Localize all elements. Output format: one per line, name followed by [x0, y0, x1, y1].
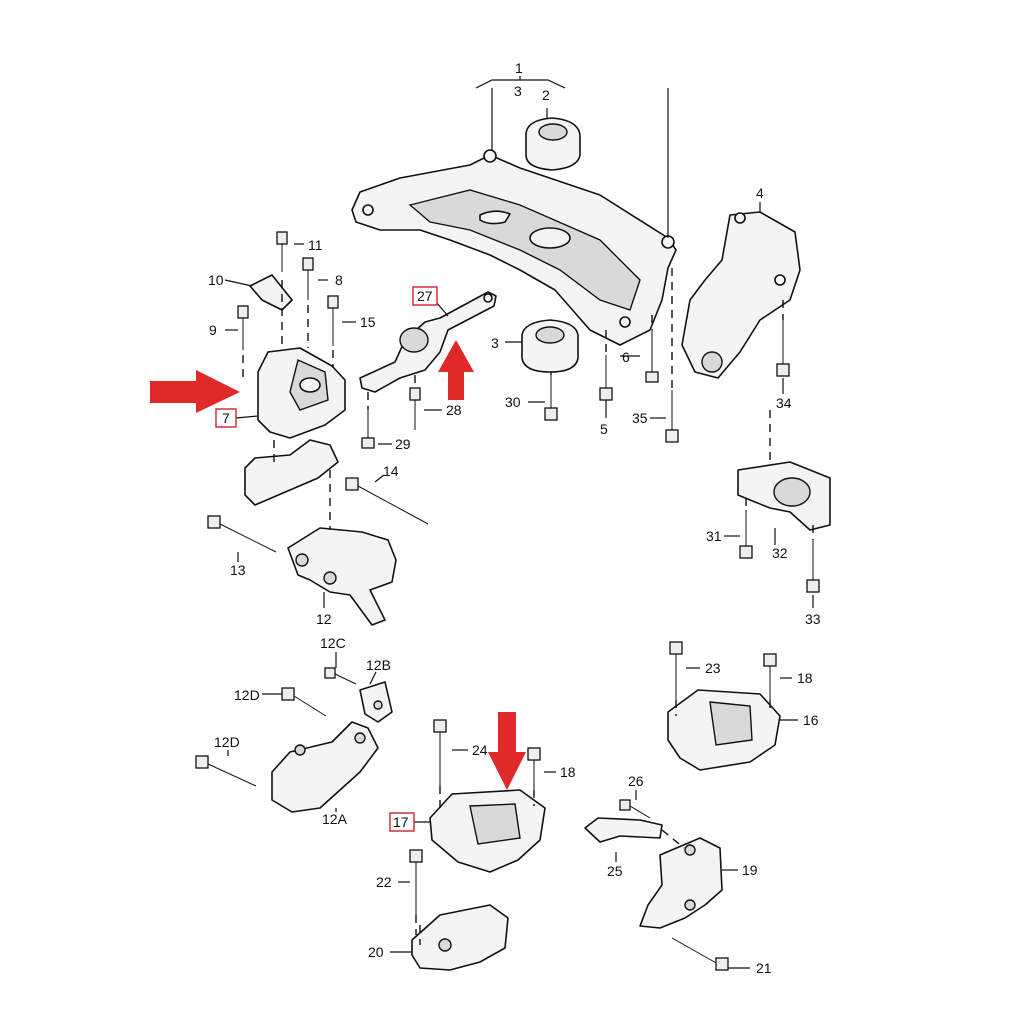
- label-18-upper: 18: [797, 670, 813, 686]
- arrow-up-to-27: [438, 340, 474, 400]
- label-32: 32: [772, 545, 788, 561]
- label-35: 35: [632, 410, 648, 426]
- label-24: 24: [472, 742, 488, 758]
- torque-arm: [359, 291, 497, 393]
- bracket-12B: [359, 681, 393, 723]
- label-box-17: [389, 812, 415, 832]
- transmission-mount-17: [429, 789, 546, 873]
- label-23: 23: [705, 660, 721, 676]
- engine-mount: [257, 347, 346, 439]
- label-12C: 12C: [320, 635, 346, 651]
- label-17: 17: [393, 814, 409, 830]
- label-5: 5: [600, 421, 608, 437]
- label-15: 15: [360, 314, 376, 330]
- label-21: 21: [756, 960, 772, 976]
- label-28: 28: [446, 402, 462, 418]
- label-6: 6: [622, 349, 630, 365]
- label-34: 34: [776, 395, 792, 411]
- engine-bracket: [244, 439, 339, 506]
- label-14: 14: [383, 463, 399, 479]
- label-29: 29: [395, 436, 411, 452]
- label-25: 25: [607, 863, 623, 879]
- label-2: 2: [542, 87, 550, 103]
- label-7: 7: [222, 410, 230, 426]
- label-12A: 12A: [322, 811, 348, 827]
- mount-bracket-12A: [271, 721, 379, 813]
- label-18-lower: 18: [560, 764, 576, 780]
- bushing-block: [737, 410, 831, 531]
- label-3-top: 3: [514, 83, 522, 99]
- label-8: 8: [335, 272, 343, 288]
- mount-bracket-12: [287, 470, 397, 626]
- label-12D-bottom: 12D: [214, 734, 240, 750]
- arrow-right-to-7: [150, 370, 240, 413]
- label-16: 16: [803, 712, 819, 728]
- bushing-top: [525, 108, 581, 171]
- label-12D-top: 12D: [234, 687, 260, 703]
- bracket-25: [584, 817, 685, 849]
- label-11: 11: [308, 237, 323, 253]
- label-box-27: [412, 286, 438, 306]
- label-31: 31: [706, 528, 722, 544]
- rear-bracket: [681, 202, 801, 379]
- label-9: 9: [209, 322, 217, 338]
- label-4: 4: [756, 185, 764, 201]
- label-leaders: [224, 243, 814, 969]
- label-box-7: [215, 408, 237, 428]
- label-26: 26: [628, 773, 644, 789]
- label-20: 20: [368, 944, 384, 960]
- label-3-bottom: 3: [491, 335, 499, 351]
- label-27: 27: [417, 288, 433, 304]
- arrow-down-to-17: [488, 712, 526, 790]
- label-13: 13: [230, 562, 246, 578]
- label-33: 33: [805, 611, 821, 627]
- bushing-lower: [521, 319, 579, 373]
- label-30: 30: [505, 394, 521, 410]
- bolts: [195, 231, 820, 971]
- subframe: [351, 88, 677, 346]
- label-12: 12: [316, 611, 332, 627]
- bracket-20: [411, 904, 509, 971]
- label-1: 1: [515, 60, 523, 76]
- highlight-arrows: [150, 340, 526, 790]
- transmission-mount-16: [667, 689, 781, 771]
- part-labels: 1 2 3 3 4 5 6 7 8 9 10 11 12 12A 12B 12C…: [208, 60, 821, 976]
- label-19: 19: [742, 862, 758, 878]
- assembly-lines: [242, 268, 814, 935]
- label-10: 10: [208, 272, 224, 288]
- label-22: 22: [376, 874, 392, 890]
- label-12B: 12B: [366, 657, 391, 673]
- bracket-19: [639, 837, 723, 929]
